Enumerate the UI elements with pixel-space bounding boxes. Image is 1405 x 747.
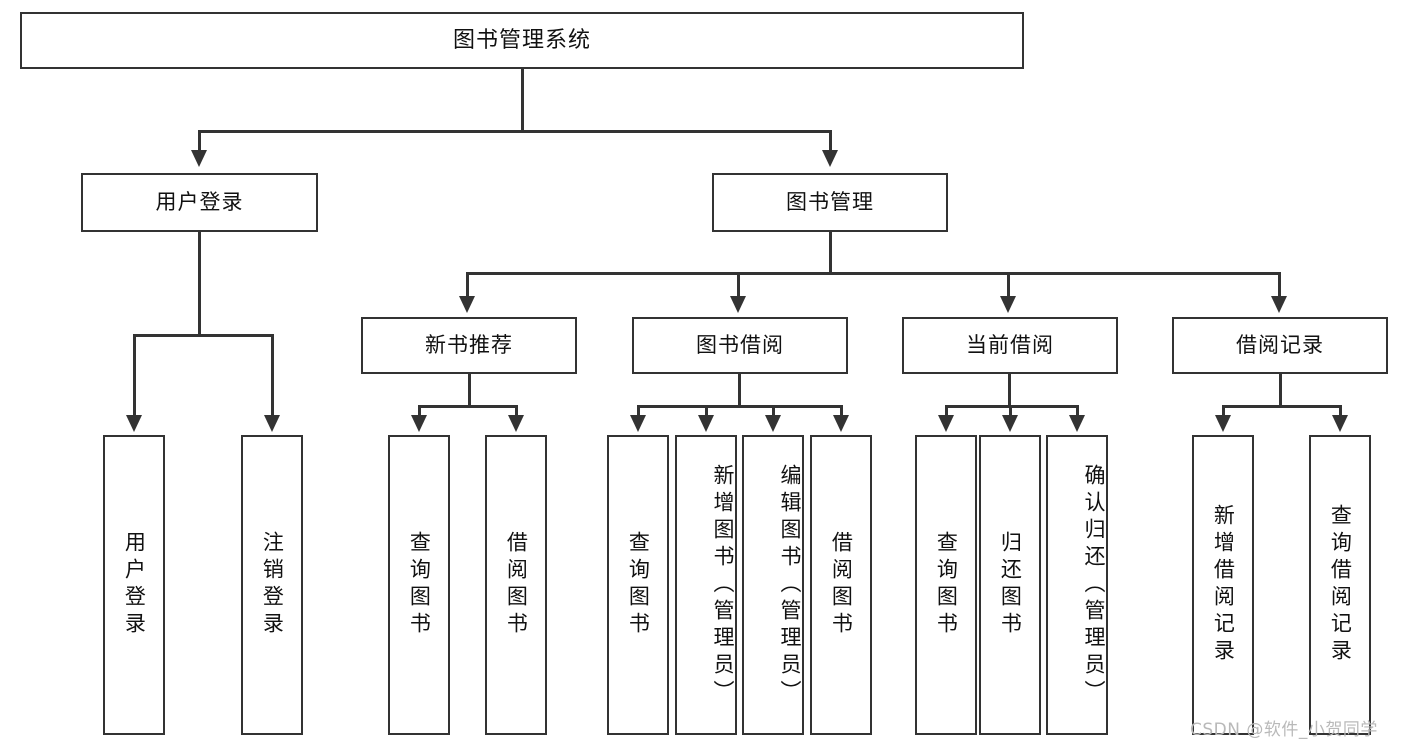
- arrowhead-book-mgmt-to-borrow: [730, 296, 746, 313]
- connector-borrow-leaf-1: [705, 405, 708, 417]
- connector-recommend-leaf-0: [418, 405, 421, 417]
- node-label: 归还图书: [998, 531, 1023, 639]
- connector-record-stem: [1279, 374, 1282, 408]
- leaf-current-query-book[interactable]: 查询图书: [915, 435, 977, 735]
- arrowhead-book-mgmt-to-recommend: [459, 296, 475, 313]
- connector-root-bus: [198, 130, 832, 133]
- connector-user-login-bus: [133, 334, 273, 337]
- connector-user-login-leaf-0: [133, 334, 136, 417]
- arrowhead-borrow-leaf-3: [833, 415, 849, 432]
- node-label: 图书管理系统: [452, 27, 591, 53]
- arrowhead-current-leaf-0: [938, 415, 954, 432]
- node-label: 借阅记录: [1236, 333, 1324, 358]
- node-label: 查询图书: [407, 531, 432, 639]
- connector-root-to-book-mgmt: [829, 130, 832, 152]
- connector-user-login-leaf-1: [271, 334, 274, 417]
- connector-current-leaf-2: [1076, 405, 1079, 417]
- arrowhead-record-leaf-1: [1332, 415, 1348, 432]
- connector-recommend-leaf-1: [515, 405, 518, 417]
- connector-book-mgmt-to-current: [1007, 272, 1010, 298]
- connector-record-leaf-0: [1222, 405, 1225, 417]
- leaf-borrow-borrow-book[interactable]: 借阅图书: [810, 435, 872, 735]
- connector-recommend-stem: [468, 374, 471, 408]
- arrowhead-root-to-book-mgmt: [822, 150, 838, 167]
- leaf-recommend-borrow-book[interactable]: 借阅图书: [485, 435, 547, 735]
- arrowhead-borrow-leaf-0: [630, 415, 646, 432]
- leaf-borrow-edit-book-admin[interactable]: 编辑图书（管理员）: [742, 435, 804, 735]
- arrowhead-current-leaf-2: [1069, 415, 1085, 432]
- connector-record-leaf-1: [1339, 405, 1342, 417]
- connector-book-mgmt-to-recommend: [466, 272, 469, 298]
- node-label: 用户登录: [122, 531, 147, 639]
- node-label: 图书借阅: [696, 333, 784, 358]
- arrowhead-borrow-leaf-1: [698, 415, 714, 432]
- leaf-current-confirm-return-admin[interactable]: 确认归还（管理员）: [1046, 435, 1108, 735]
- connector-borrow-stem: [738, 374, 741, 408]
- connector-borrow-bus: [637, 405, 843, 408]
- arrowhead-book-mgmt-to-current: [1000, 296, 1016, 313]
- leaf-user-login-logout[interactable]: 注销登录: [241, 435, 303, 735]
- node-label: 编辑图书（管理员）: [778, 463, 802, 707]
- connector-current-leaf-1: [1009, 405, 1012, 417]
- node-book-management[interactable]: 图书管理: [712, 173, 948, 232]
- leaf-user-login-login[interactable]: 用户登录: [103, 435, 165, 735]
- arrowhead-recommend-leaf-0: [411, 415, 427, 432]
- node-book-borrow[interactable]: 图书借阅: [632, 317, 848, 374]
- node-new-book-recommend[interactable]: 新书推荐: [361, 317, 577, 374]
- arrowhead-borrow-leaf-2: [765, 415, 781, 432]
- connector-book-mgmt-stem: [829, 232, 832, 274]
- arrowhead-user-login-leaf-1: [264, 415, 280, 432]
- arrowhead-root-to-user-login: [191, 150, 207, 167]
- csdn-watermark: CSDN @软件_小贺同学: [1190, 720, 1378, 740]
- node-label: 新增借阅记录: [1211, 504, 1236, 666]
- node-label: 确认归还（管理员）: [1082, 463, 1106, 707]
- node-root-system[interactable]: 图书管理系统: [20, 12, 1024, 69]
- node-label: 查询图书: [626, 531, 651, 639]
- node-label: 新书推荐: [425, 333, 513, 358]
- connector-current-leaf-0: [945, 405, 948, 417]
- connector-borrow-leaf-3: [840, 405, 843, 417]
- connector-borrow-leaf-0: [637, 405, 640, 417]
- leaf-recommend-query-book[interactable]: 查询图书: [388, 435, 450, 735]
- node-user-login[interactable]: 用户登录: [81, 173, 318, 232]
- leaf-borrow-add-book-admin[interactable]: 新增图书（管理员）: [675, 435, 737, 735]
- node-label: 用户登录: [155, 190, 244, 215]
- node-label: 新增图书（管理员）: [711, 463, 735, 707]
- connector-record-bus: [1222, 405, 1342, 408]
- connector-user-login-stem: [198, 232, 201, 336]
- node-label: 查询借阅记录: [1328, 504, 1353, 666]
- arrowhead-record-leaf-0: [1215, 415, 1231, 432]
- connector-current-stem: [1008, 374, 1011, 408]
- node-current-borrow[interactable]: 当前借阅: [902, 317, 1118, 374]
- connector-book-mgmt-to-record: [1278, 272, 1281, 298]
- leaf-borrow-query-book[interactable]: 查询图书: [607, 435, 669, 735]
- node-label: 查询图书: [934, 531, 959, 639]
- node-label: 注销登录: [260, 531, 285, 639]
- connector-book-mgmt-to-borrow: [737, 272, 740, 298]
- connector-borrow-leaf-2: [772, 405, 775, 417]
- leaf-current-return-book[interactable]: 归还图书: [979, 435, 1041, 735]
- node-label: 图书管理: [786, 190, 874, 215]
- connector-book-mgmt-bus: [466, 272, 1281, 275]
- arrowhead-current-leaf-1: [1002, 415, 1018, 432]
- leaf-record-add-record[interactable]: 新增借阅记录: [1192, 435, 1254, 735]
- connector-root-to-user-login: [198, 130, 201, 152]
- node-label: 借阅图书: [829, 531, 854, 639]
- connector-recommend-bus: [418, 405, 518, 408]
- arrowhead-book-mgmt-to-record: [1271, 296, 1287, 313]
- node-label: 当前借阅: [966, 333, 1054, 358]
- leaf-record-query-record[interactable]: 查询借阅记录: [1309, 435, 1371, 735]
- node-label: 借阅图书: [504, 531, 529, 639]
- node-borrow-record[interactable]: 借阅记录: [1172, 317, 1388, 374]
- arrowhead-recommend-leaf-1: [508, 415, 524, 432]
- arrowhead-user-login-leaf-0: [126, 415, 142, 432]
- connector-root-stem: [521, 69, 524, 132]
